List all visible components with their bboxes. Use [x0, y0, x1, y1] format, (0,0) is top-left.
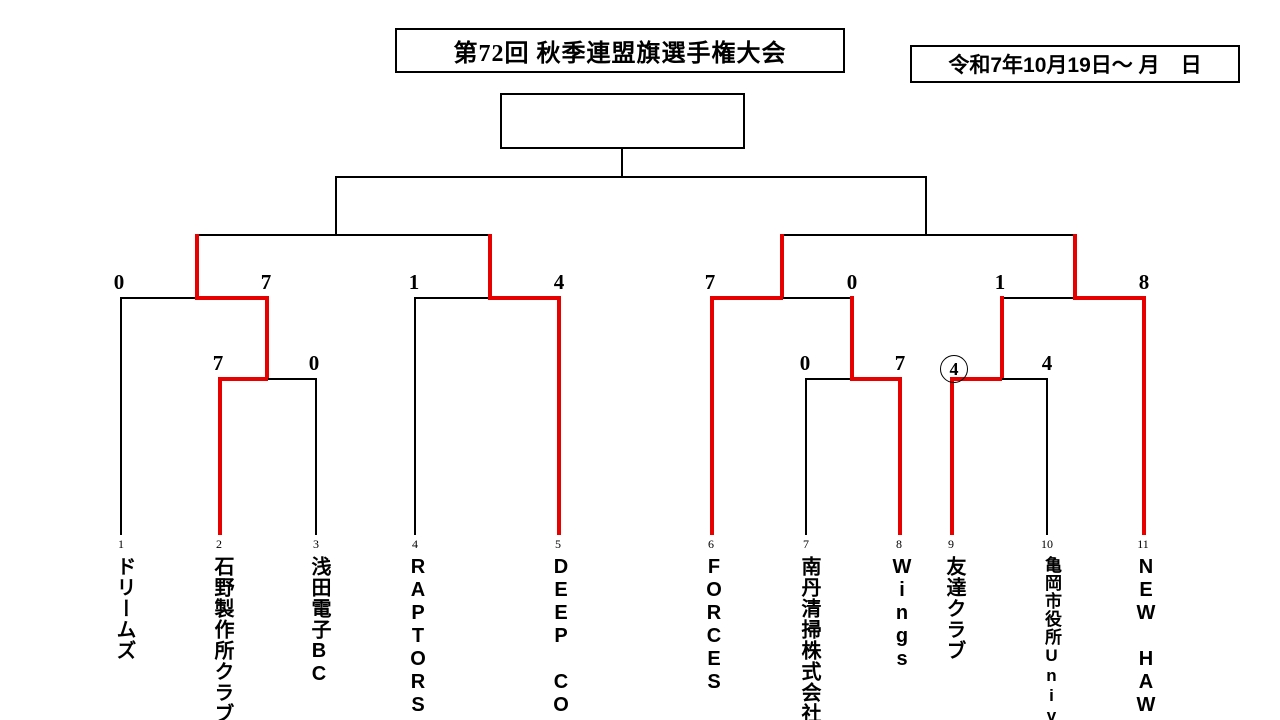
- tournament-date: 令和7年10月19日～ 月 日: [948, 54, 1202, 77]
- seed-number: 6: [708, 537, 714, 551]
- final-right-riser: [925, 176, 927, 236]
- team-label-3[interactable]: 浅田電子BC: [308, 556, 330, 686]
- r1-stem-team8: [898, 377, 902, 535]
- score-r1-t10: 4: [1041, 351, 1053, 375]
- team-label-5[interactable]: DEEP COMPACT: [550, 556, 572, 720]
- r1-t7t8-bar-red: [850, 377, 902, 381]
- team-label-1[interactable]: ドリームズ: [113, 556, 135, 661]
- r1-t9t10-bar-red: [950, 377, 1002, 381]
- score-r1-t3: 0: [308, 351, 320, 375]
- page-title: 第72回 秋季連盟旗選手権大会: [453, 41, 787, 67]
- qf4-bar-black: [1000, 297, 1075, 299]
- qf2-bar-black: [414, 297, 492, 299]
- seed-number: 2: [216, 537, 222, 551]
- qf1-bar-black: [120, 297, 240, 299]
- champion-box[interactable]: [500, 93, 745, 149]
- final-left-riser: [335, 176, 337, 236]
- semifinal-right-riser-b: [1073, 234, 1077, 299]
- seed-number: 8: [896, 537, 902, 551]
- semifinal-left-riser-b: [488, 234, 492, 299]
- r1-t9t10-bar-black: [1000, 378, 1048, 380]
- team-label-6[interactable]: FORCES: [703, 556, 725, 694]
- seed-number: 5: [555, 537, 561, 551]
- score-qf-right-a: 7: [704, 270, 716, 294]
- team-label-4[interactable]: RAPTORS: [407, 556, 429, 717]
- seed-number: 11: [1137, 537, 1149, 551]
- qf1-riser-winner: [265, 296, 269, 380]
- team-label-11[interactable]: NEW HAWKS: [1135, 556, 1157, 720]
- qf1-stem-team1: [120, 297, 122, 535]
- score-qf-left-c: 1: [408, 270, 420, 294]
- score-qf-right-d: 8: [1138, 270, 1150, 294]
- semifinal-right-riser-a: [780, 234, 784, 299]
- semifinal-left-riser-a: [195, 234, 199, 299]
- semifinal-right-bar: [780, 234, 1077, 236]
- score-qf-right-c: 1: [994, 270, 1006, 294]
- score-r1-t2: 7: [212, 351, 224, 375]
- tournament-title-box: 第72回 秋季連盟旗選手権大会: [395, 28, 845, 73]
- score-qf-left-b: 7: [260, 270, 272, 294]
- r1-stem-team9: [950, 377, 954, 535]
- seed-number: 1: [118, 537, 124, 551]
- qf2-bar-red: [488, 296, 560, 300]
- score-r1-t8: 7: [894, 351, 906, 375]
- score-r1-t9: 4: [940, 355, 968, 383]
- team-label-10[interactable]: 亀岡市役所Unives: [1042, 556, 1061, 720]
- r1-stem-team3: [315, 378, 317, 535]
- r1-stem-team7: [805, 378, 807, 535]
- qf2-stem-team4: [414, 297, 416, 535]
- seed-number: 9: [948, 537, 954, 551]
- seed-number: 4: [412, 537, 418, 551]
- qf1-bar-red: [195, 296, 268, 300]
- r1-stem-team10: [1046, 378, 1048, 535]
- semifinal-left-bar: [195, 234, 492, 236]
- qf3-riser-winner: [850, 296, 854, 380]
- qf3-stem-team6: [710, 296, 714, 535]
- seed-number: 3: [313, 537, 319, 551]
- score-qf-left-d: 4: [553, 270, 565, 294]
- team-label-2[interactable]: 石野製作所クラブ: [211, 556, 233, 720]
- qf4-bar-red: [1073, 296, 1145, 300]
- score-qf-left-a: 0: [113, 270, 125, 294]
- team-label-9[interactable]: 友達クラブ: [943, 556, 965, 661]
- score-qf-right-b: 0: [846, 270, 858, 294]
- team-label-7[interactable]: 南丹清掃株式会社: [798, 556, 820, 720]
- r1-t2t3-bar-red: [218, 377, 268, 381]
- qf2-stem-team5: [557, 296, 561, 535]
- seed-number: 10: [1041, 537, 1053, 551]
- team-label-8[interactable]: Wings: [891, 556, 913, 671]
- score-r1-t7: 0: [799, 351, 811, 375]
- r1-stem-team2: [218, 378, 222, 535]
- seed-number: 7: [803, 537, 809, 551]
- qf4-stem-team11: [1142, 296, 1146, 535]
- qf3-bar-red: [710, 296, 783, 300]
- final-bar: [335, 176, 927, 178]
- qf4-riser-winner: [1000, 296, 1004, 380]
- tournament-date-box: 令和7年10月19日～ 月 日: [910, 45, 1240, 83]
- champion-stem: [621, 148, 623, 178]
